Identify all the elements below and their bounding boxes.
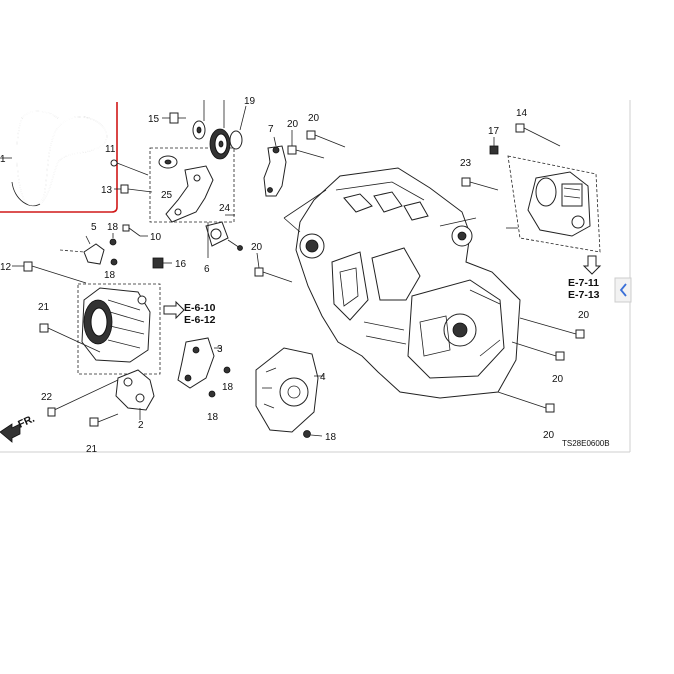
part-18-bolt-a: 18 <box>107 222 119 246</box>
callout-6: 6 <box>204 264 210 275</box>
part-7-bracket: 7 <box>263 124 287 197</box>
reference-e6-12[interactable]: E-6-12 <box>184 314 216 326</box>
reference-e7-13[interactable]: E-7-13 <box>568 289 600 301</box>
reference-e6[interactable]: E-6-10 E-6-12 <box>163 300 216 326</box>
front-arrow-icon <box>0 423 21 443</box>
callout-10: 10 <box>150 232 162 243</box>
callout-11: 11 <box>105 144 116 155</box>
starter-assembly <box>506 155 601 253</box>
part-23-bolt: 23 <box>460 158 499 191</box>
callout-18-b: 18 <box>104 270 116 281</box>
part-20-bolt-top-a: 20 <box>287 119 325 159</box>
callout-20-e: 20 <box>552 374 564 385</box>
callout-13: 13 <box>101 185 113 196</box>
part-20-bolt-top-b: 20 <box>306 113 346 148</box>
part-18-bolt-b: 18 <box>104 258 118 281</box>
callout-3: 3 <box>217 344 223 355</box>
part-16-nut: 16 <box>152 257 187 270</box>
part-20-bolt-right-c: 20 <box>497 391 555 441</box>
part-21-bolt-b: 21 <box>86 413 119 455</box>
callout-18-e: 18 <box>325 432 337 443</box>
callout-7: 7 <box>268 124 274 135</box>
callout-4: 4 <box>320 372 326 383</box>
part-22-bolt: 22 <box>41 379 119 417</box>
callout-20-b: 20 <box>308 113 320 124</box>
part-10-bolt: 10 <box>122 224 162 243</box>
engine-assembly <box>283 167 521 399</box>
tensioner-assembly: 25 24 6 <box>149 147 243 275</box>
part-21-bolt-a: 21 <box>38 302 101 353</box>
callout-17: 17 <box>488 126 500 137</box>
drawing-code: TS28E0600B <box>562 439 610 448</box>
callout-16: 16 <box>175 259 187 270</box>
callout-18-c: 18 <box>222 382 234 393</box>
part-12-bolt: 12 <box>0 261 87 284</box>
callout-12: 12 <box>0 262 12 273</box>
callout-18-a: 18 <box>107 222 119 233</box>
callout-21-a: 21 <box>38 302 50 313</box>
chevron-left-icon[interactable] <box>619 283 627 297</box>
callout-5: 5 <box>91 222 97 233</box>
callout-19: 19 <box>244 96 256 107</box>
callout-20-d: 20 <box>578 310 590 321</box>
alternator <box>77 283 161 375</box>
front-direction-marker: FR. <box>0 413 37 443</box>
callout-1: 1 <box>0 154 6 165</box>
part-4-cover: 4 <box>255 347 326 433</box>
front-marker-label: FR. <box>16 413 36 431</box>
part-3-bracket: 3 <box>177 337 223 389</box>
part-18-bolt-c: 18 <box>222 366 234 393</box>
drive-belt <box>11 110 108 207</box>
reference-e6-10[interactable]: E-6-10 <box>184 302 216 314</box>
callout-21-b: 21 <box>86 444 98 455</box>
part-15-bolt: 15 <box>148 112 186 125</box>
callout-18-d: 18 <box>207 412 219 423</box>
part-20-bolt-right-b: 20 <box>511 341 565 385</box>
reference-e7-11[interactable]: E-7-11 <box>568 277 599 289</box>
part-11-stud: 11 <box>105 144 149 176</box>
callout-15: 15 <box>148 114 160 125</box>
part-5-bracket: 5 <box>59 222 105 265</box>
side-tab[interactable] <box>614 277 632 303</box>
callout-24: 24 <box>219 203 231 214</box>
part-14-bolt: 14 <box>515 108 561 147</box>
callout-20-f: 20 <box>543 430 555 441</box>
reference-e7[interactable]: E-7-11 E-7-13 <box>568 255 602 301</box>
callout-20-a: 20 <box>287 119 299 130</box>
callout-14: 14 <box>516 108 528 119</box>
part-18-bolt-e: 18 <box>303 430 337 443</box>
part-19-pulley: 19 <box>192 96 256 160</box>
callout-25: 25 <box>161 190 173 201</box>
part-20-bolt-right-a: 20 <box>519 310 590 339</box>
drive-belt-box: 1 <box>0 102 118 213</box>
callout-23: 23 <box>460 158 472 169</box>
part-20-bolt-mid: 20 <box>251 242 293 283</box>
part-2-bracket: 2 <box>115 369 155 431</box>
part-17-nut: 17 <box>488 126 500 155</box>
callout-22: 22 <box>41 392 53 403</box>
part-18-bolt-d: 18 <box>207 390 219 423</box>
part-13-bolt: 13 <box>101 184 153 196</box>
callout-2: 2 <box>138 420 144 431</box>
callout-20-c: 20 <box>251 242 263 253</box>
